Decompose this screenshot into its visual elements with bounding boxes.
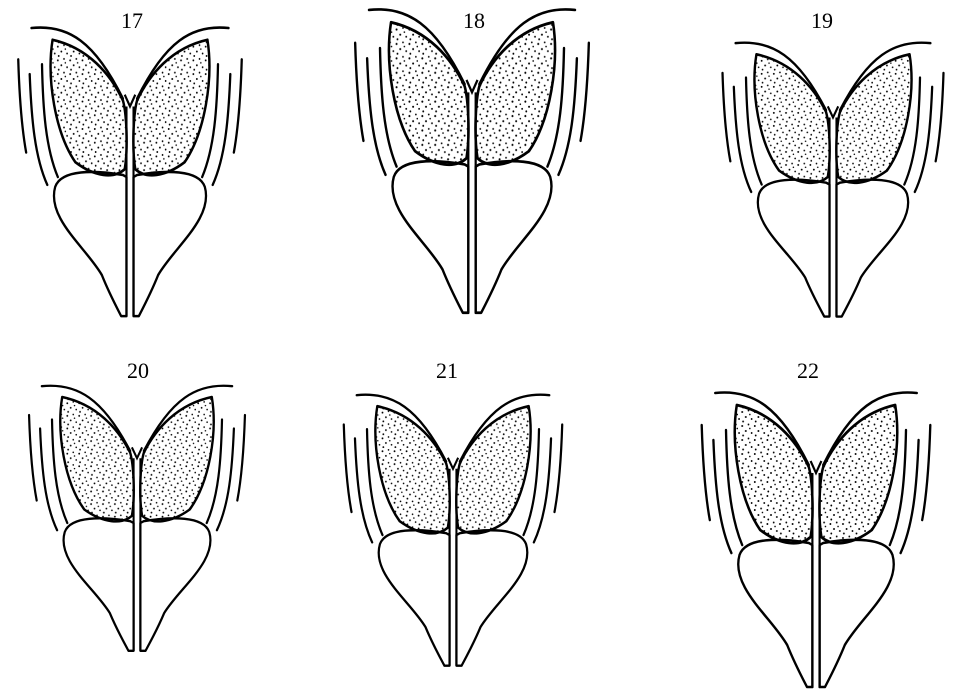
figure-20: 20: [29, 358, 245, 651]
figure-18: 18: [355, 8, 589, 313]
figure-label: 21: [436, 358, 458, 383]
figure-label: 19: [811, 8, 833, 33]
specimen-drawing: [723, 43, 944, 317]
specimen-drawing: [355, 9, 589, 312]
figure-label: 18: [463, 8, 485, 33]
figure-19: 19: [723, 8, 944, 317]
figure-label: 22: [797, 358, 819, 383]
specimen-drawing: [29, 386, 245, 651]
figure-label: 20: [127, 358, 149, 383]
figure-22: 22: [702, 358, 931, 687]
specimen-drawing: [344, 395, 562, 666]
specimen-drawing: [18, 28, 242, 317]
figure-17: 17: [18, 8, 242, 316]
figure-label: 17: [121, 8, 143, 33]
figure-21: 21: [344, 358, 562, 666]
specimen-drawing: [702, 392, 931, 687]
